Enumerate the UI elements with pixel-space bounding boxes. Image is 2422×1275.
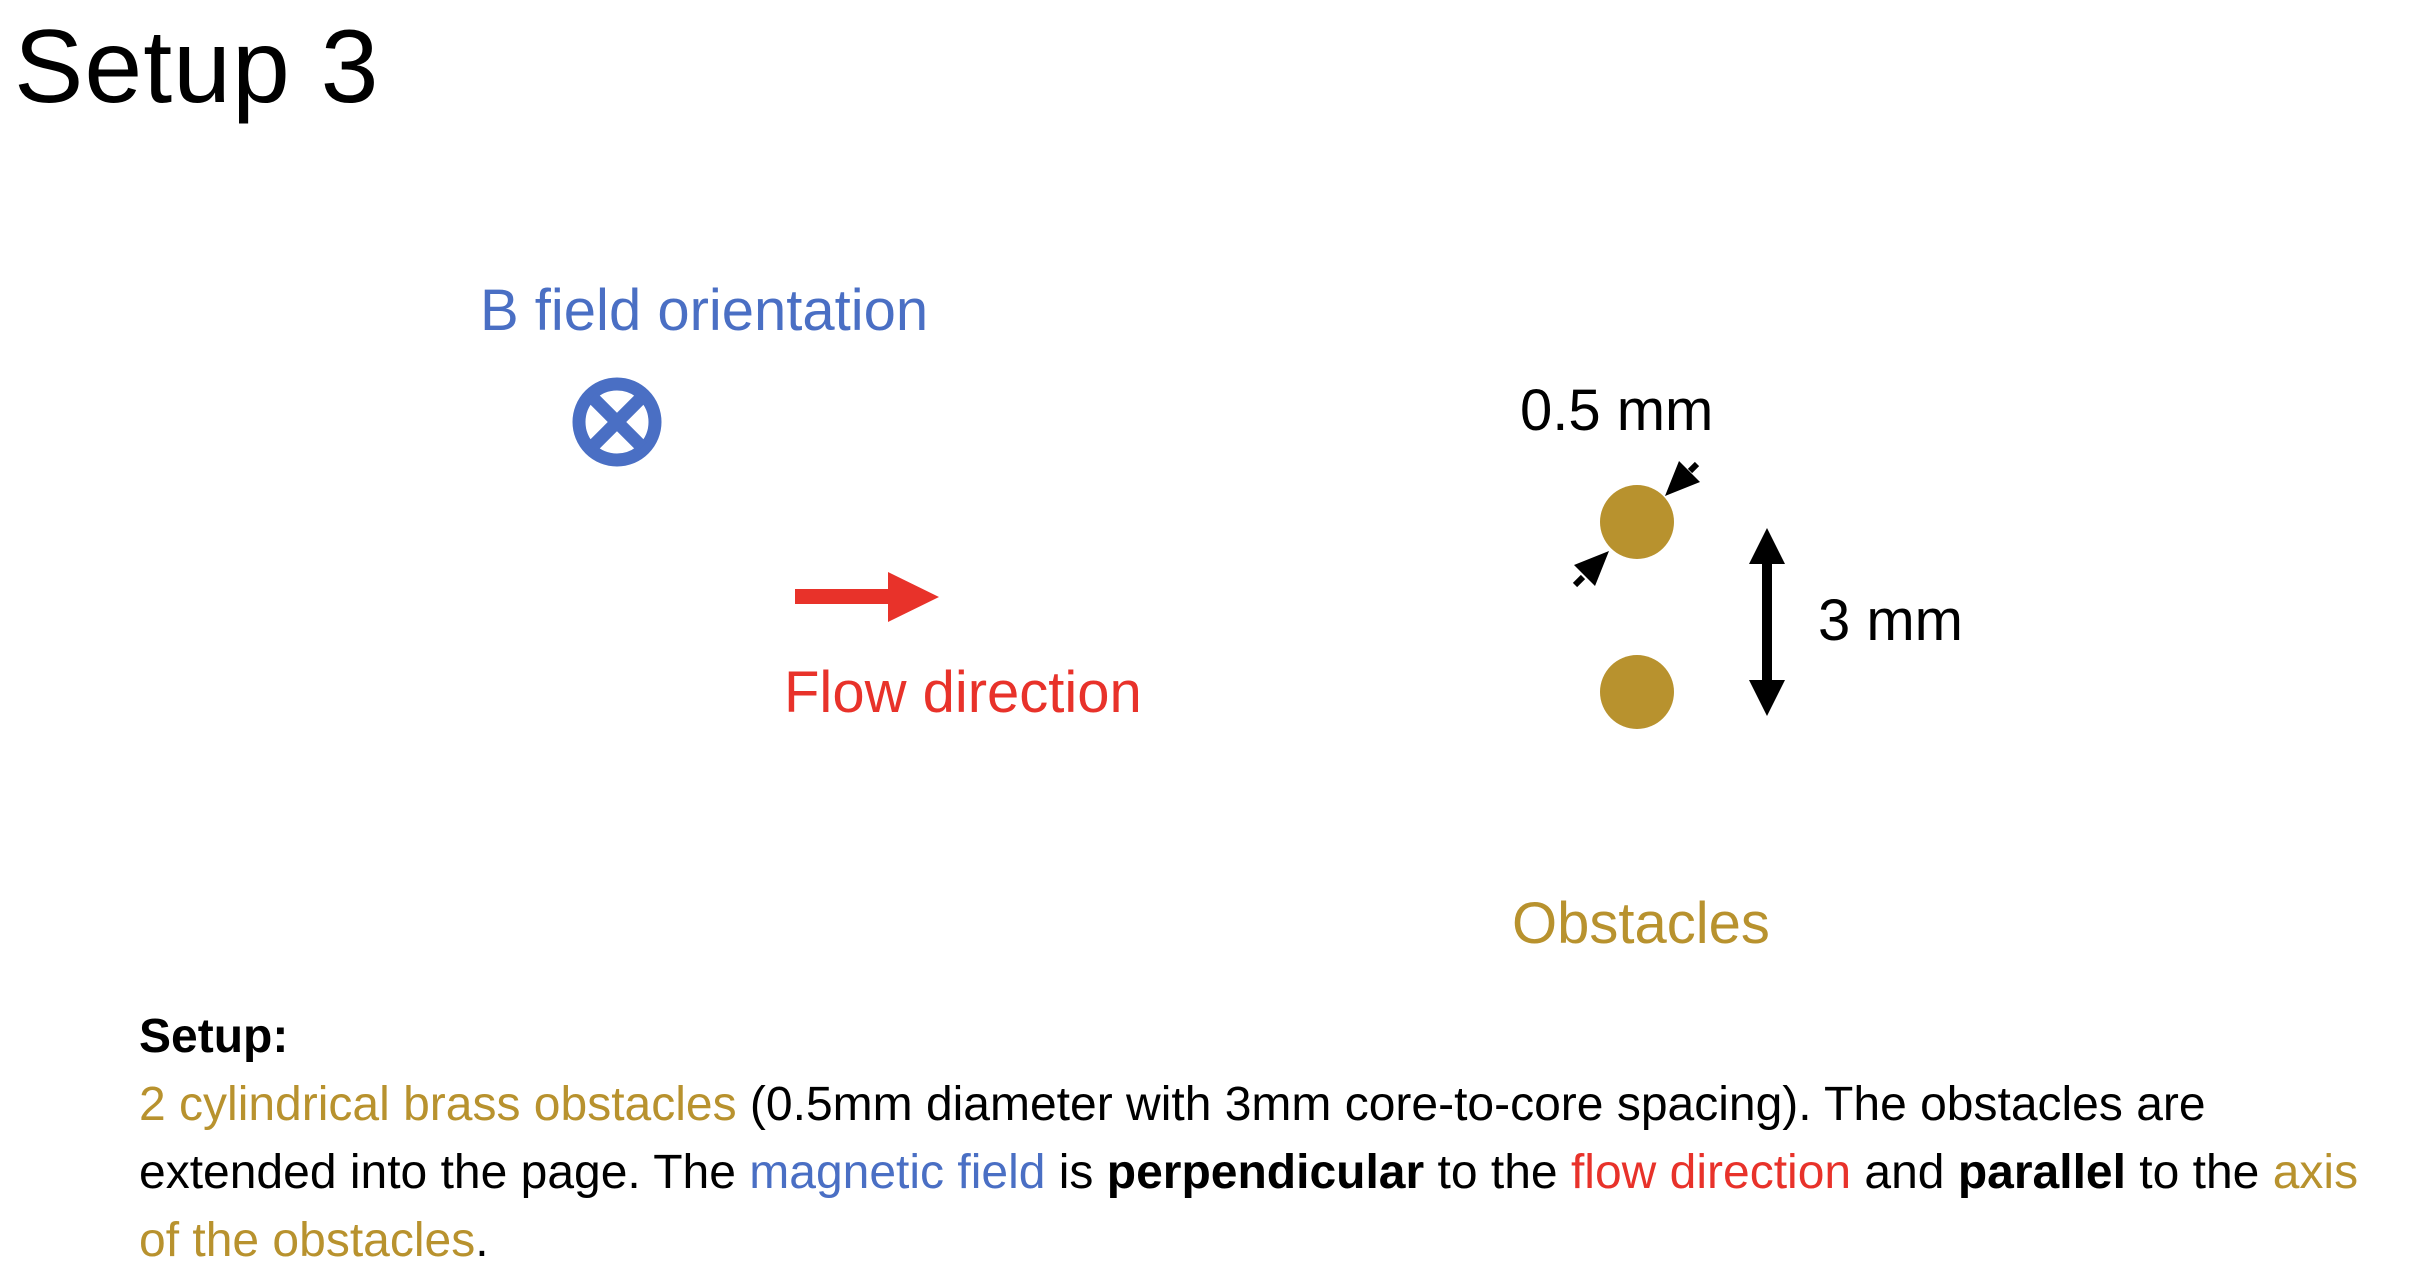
obstacles-label: Obstacles	[1512, 891, 1770, 956]
caption-parallel-term: parallel	[1957, 1146, 2126, 1199]
obstacle-bottom	[1600, 655, 1674, 729]
caption-text: .	[475, 1214, 489, 1267]
caption-text: (0.5mm diameter with 3mm core-to-core sp…	[139, 1078, 2206, 1199]
caption-flow-direction-phrase: flow direction	[1570, 1146, 1852, 1199]
spacing-double-arrow-icon	[1749, 528, 1785, 716]
setup-description: Setup: 2 cylindrical brass obstacles (0.…	[139, 1003, 2399, 1275]
caption-text: to the	[2125, 1146, 2273, 1199]
caption-axis-phrase: axis of the obstacles	[139, 1146, 2359, 1267]
obstacle-top	[1600, 485, 1674, 559]
caption-magnetic-field-phrase: magnetic field	[749, 1146, 1046, 1199]
flow-direction-arrow-icon	[795, 572, 939, 622]
flow-direction-label: Flow direction	[784, 660, 1142, 725]
caption-perpendicular-term: perpendicular	[1106, 1146, 1425, 1199]
diameter-arrow-upper-icon	[1665, 461, 1700, 496]
caption-text: is	[1045, 1146, 1107, 1199]
diameter-dimension-label: 0.5 mm	[1520, 378, 1714, 443]
b-field-into-page-icon	[572, 377, 662, 467]
caption-obstacles-phrase: 2 cylindrical brass obstacles	[139, 1078, 737, 1131]
b-field-label: B field orientation	[480, 278, 929, 343]
slide-title: Setup 3	[14, 9, 380, 125]
diameter-arrow-lower-icon	[1572, 551, 1609, 588]
caption-text: to the	[1424, 1146, 1571, 1199]
spacing-dimension-label: 3 mm	[1818, 588, 1963, 653]
caption-heading: Setup:	[139, 1010, 289, 1063]
caption-text: and	[1851, 1146, 1958, 1199]
